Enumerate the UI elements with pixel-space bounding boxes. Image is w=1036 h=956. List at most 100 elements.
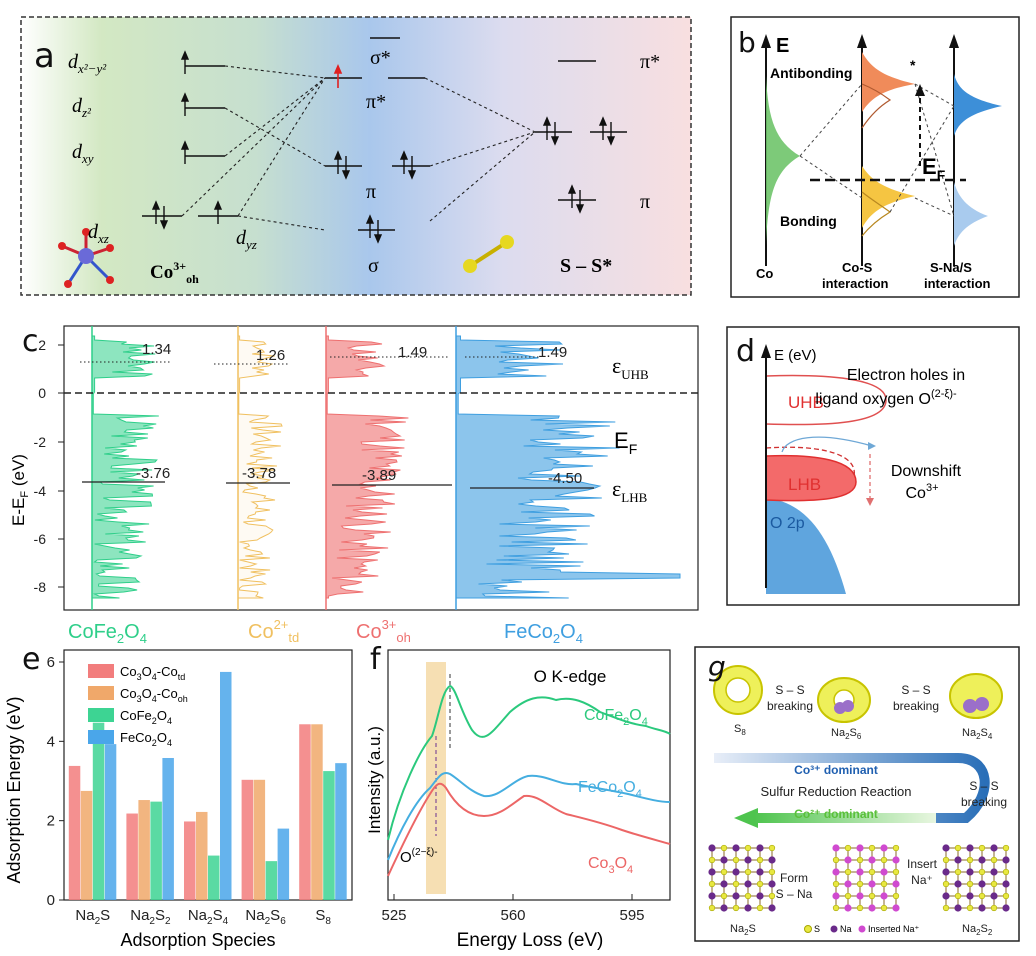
bar-2-2 (208, 855, 220, 900)
panel-c: 2 0 -2 -4 -6 -8 1.34 (0, 318, 705, 648)
bar-y-tick: 2 (47, 813, 55, 830)
dos-svg: 2 0 -2 -4 -6 -8 1.34 (9, 325, 699, 646)
svg-text:dxz: dxz (88, 221, 109, 246)
dos-y-ticks: 2 0 -2 -4 -6 -8 (34, 337, 47, 595)
svg-text:Intensity (a.u.): Intensity (a.u.) (365, 726, 384, 834)
svg-text:1.34: 1.34 (142, 341, 171, 358)
bar-1-3 (162, 757, 174, 900)
bar-2-0 (184, 821, 196, 900)
svg-text:εLHB: εLHB (612, 476, 648, 505)
svg-text:dz²: dz² (72, 95, 92, 120)
svg-text:Co3O4: Co3O4 (588, 855, 633, 876)
svg-text:-6: -6 (34, 531, 47, 547)
dos-profile-2 (325, 335, 409, 599)
svg-text:S – S: S – S (775, 683, 804, 697)
svg-text:O 2p: O 2p (770, 515, 805, 532)
svg-text:-3.89: -3.89 (362, 467, 396, 484)
panel-a-svg: dx²−y² dz² dxy dxz dyz Co3+oh σ* π* π σ … (20, 16, 692, 296)
svg-text:E-EF (eV): E-EF (eV) (9, 454, 31, 526)
svg-text:εUHB: εUHB (612, 353, 649, 382)
svg-text:Na2S2: Na2S2 (962, 923, 993, 937)
bar-3-1 (253, 779, 266, 900)
svg-text:Co2+td: Co2+td (248, 617, 299, 645)
bar-3-0 (241, 779, 254, 900)
legend-swatch (88, 686, 114, 700)
xas-svg: 525 560 595 Energy Loss (eV) Intensity (… (365, 649, 671, 951)
dos-profile-0 (91, 335, 159, 599)
svg-text:Energy Loss (eV): Energy Loss (eV) (457, 930, 604, 950)
bar-4-2 (323, 771, 335, 900)
bar-2-1 (196, 811, 208, 900)
svg-text:Co3+: Co3+ (906, 482, 939, 502)
dos-profile-1 (237, 335, 283, 599)
svg-text:Na2S6: Na2S6 (831, 727, 862, 741)
bar-2-3 (220, 671, 232, 900)
svg-text:S: S (814, 924, 820, 934)
inserted-crystal-icon (832, 844, 900, 912)
svg-text:Inserted Na⁺: Inserted Na⁺ (868, 924, 920, 934)
svg-text:π: π (640, 191, 650, 213)
legend-label: Co3O4-Cooh (120, 686, 188, 704)
panel-a-label: a (34, 36, 55, 76)
panel-f-label: f (370, 642, 381, 677)
svg-text:Na: Na (840, 924, 852, 934)
svg-text:EF: EF (614, 428, 637, 457)
svg-text:Electron holes in: Electron holes in (847, 367, 965, 384)
bar-x-label: Adsorption Species (120, 930, 275, 950)
legend-swatch (88, 664, 114, 678)
svg-text:ligand oxygen O(2-ξ)-: ligand oxygen O(2-ξ)- (815, 388, 957, 408)
svg-text:-3.78: -3.78 (242, 465, 276, 482)
legend-label: Co3O4-Cotd (120, 664, 185, 682)
bar-0-1 (80, 790, 93, 900)
svg-text:Co3+oh: Co3+oh (356, 617, 411, 645)
bar-4-0 (299, 724, 311, 900)
bar-y-tick: 6 (47, 654, 55, 671)
panel-f: 525 560 595 Energy Loss (eV) Intensity (… (360, 640, 680, 951)
svg-text:Co3+oh: Co3+oh (150, 259, 199, 286)
panel-b-label: b (738, 26, 756, 59)
svg-text:Co-S: Co-S (842, 260, 873, 275)
svg-text:interaction: interaction (924, 276, 991, 291)
bar-y-tick: 4 (47, 733, 55, 750)
na2s-crystal-icon (708, 844, 776, 912)
bar-1-2 (150, 801, 162, 900)
panel-d: E (eV) UHB LHB O 2p Electron holes in li… (726, 326, 1020, 606)
na2s4-molecule-icon (949, 673, 1003, 719)
svg-text:EF: EF (922, 154, 946, 183)
svg-text:595: 595 (619, 907, 644, 924)
svg-text:-4: -4 (34, 483, 47, 499)
svg-text:S-Na/S: S-Na/S (930, 260, 972, 275)
svg-text:-2: -2 (34, 434, 47, 450)
svg-text:E: E (776, 35, 789, 57)
bar-y-tick: 0 (47, 892, 55, 909)
s-s-dimer-icon (463, 235, 514, 273)
panel-g: S8 Na2S6 Na2S4 S – S breaking S – S brea… (694, 646, 1020, 942)
svg-text:Co²⁺ dominant: Co²⁺ dominant (794, 807, 878, 821)
panel-g-label: g (708, 650, 726, 683)
svg-text:Na2S: Na2S (730, 923, 756, 937)
svg-text:interaction: interaction (822, 276, 889, 291)
s8-molecule-icon (713, 665, 763, 715)
bar-0-2 (92, 722, 105, 900)
bar-3-2 (265, 861, 278, 900)
bar-1-0 (126, 813, 138, 900)
svg-text:breaking: breaking (767, 699, 813, 713)
svg-text:LHB: LHB (788, 475, 821, 494)
bar-0-3 (104, 744, 117, 900)
svg-text:dx²−y²: dx²−y² (68, 51, 107, 76)
svg-text:-3.76: -3.76 (136, 465, 170, 482)
svg-text:-8: -8 (34, 579, 47, 595)
bar-x-tick: Na2S (75, 907, 110, 927)
svg-text:Sulfur Reduction Reaction: Sulfur Reduction Reaction (760, 784, 911, 799)
svg-text:1.49: 1.49 (538, 344, 567, 361)
svg-text:Antibonding: Antibonding (770, 65, 852, 81)
svg-text:σ: σ (368, 255, 379, 277)
bar-x-tick: Na2S6 (245, 907, 286, 927)
svg-text:FeCo2O4: FeCo2O4 (504, 621, 583, 646)
svg-text:S – S: S – S (969, 779, 998, 793)
bar-3-3 (277, 828, 290, 900)
svg-text:σ*: σ* (370, 47, 391, 69)
svg-text:E (eV): E (eV) (774, 347, 817, 364)
